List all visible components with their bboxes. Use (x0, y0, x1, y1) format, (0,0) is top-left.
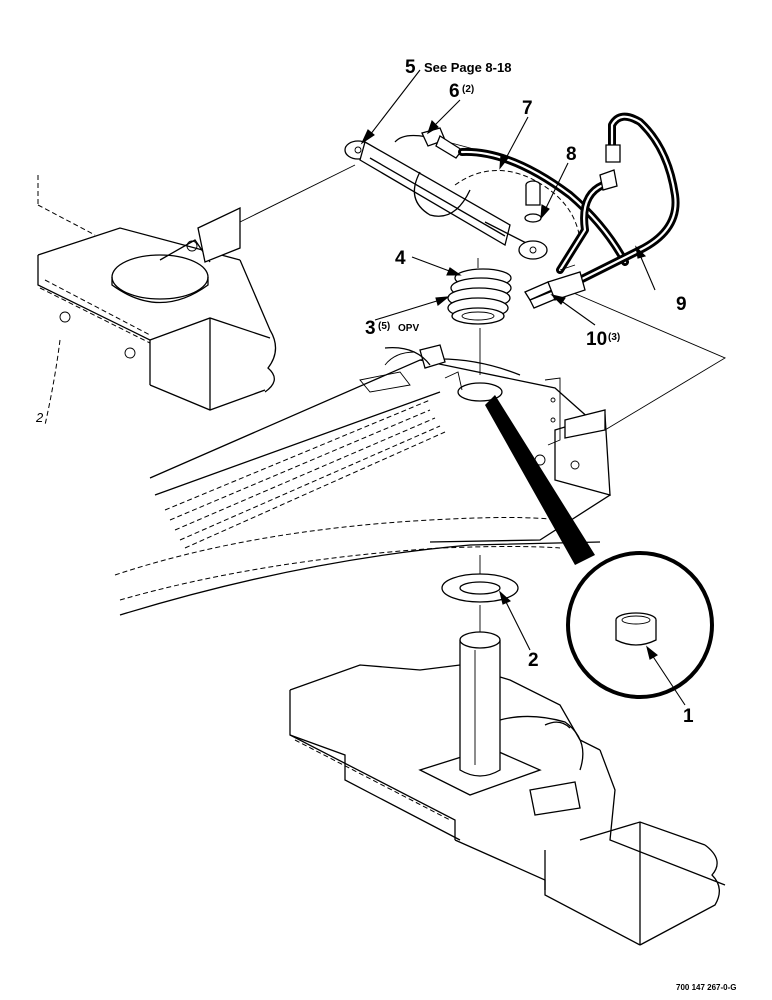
callout-1: 1 (683, 706, 694, 727)
reference-line (239, 164, 356, 223)
callout-qty: (2) (462, 84, 474, 95)
callout-3: 3 (5) OPV (365, 318, 419, 339)
callout-number: 5 (405, 57, 416, 78)
hose-dashed (454, 169, 581, 241)
callout-qty: (5) (378, 321, 390, 332)
side-mark: 2 (35, 410, 44, 425)
callout-number: 10 (586, 329, 607, 350)
callout-number: 6 (449, 81, 460, 102)
hose-7 (458, 147, 629, 266)
callout-5: 5 See Page 8-18 (405, 57, 511, 78)
callout-number: 1 (683, 706, 694, 727)
callout-qty: (3) (608, 332, 620, 343)
callout-10: 10 (3) (586, 329, 620, 350)
callout-2: 2 (528, 650, 539, 671)
callout-number: 3 (365, 318, 376, 339)
callout-number: 7 (522, 98, 533, 119)
washer-2 (441, 573, 519, 603)
callout-number: 4 (395, 248, 406, 269)
pin-8 (524, 180, 542, 223)
hose-9 (556, 112, 680, 289)
callout-7: 7 (522, 98, 533, 119)
callout-6: 6 (2) (449, 81, 474, 102)
reference-line (554, 284, 726, 446)
callout-9: 9 (676, 294, 687, 315)
lower-frame (289, 631, 726, 946)
callout-note: See Page 8-18 (424, 60, 511, 75)
hydraulic-cylinder (344, 134, 548, 260)
detail-circle (566, 551, 714, 699)
leaders (360, 69, 686, 706)
figure-id: 700 147 267-0-G (676, 983, 737, 992)
callout-number: 2 (528, 650, 539, 671)
callout-number: 9 (676, 294, 687, 315)
callout-number: 8 (566, 144, 577, 165)
callout-8: 8 (566, 144, 577, 165)
detail-leader (485, 395, 595, 565)
upper-left-frame: 2 (35, 175, 277, 426)
header-plate (114, 344, 611, 616)
hose-fittings-10 (524, 264, 586, 309)
spring-4 (447, 258, 512, 325)
callout-4: 4 (395, 248, 406, 269)
callout-suffix: OPV (398, 323, 419, 334)
